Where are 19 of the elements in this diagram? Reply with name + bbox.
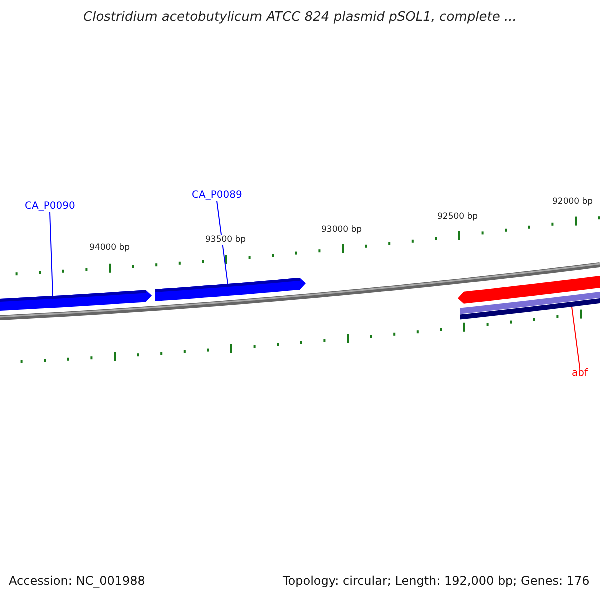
accession-text: Accession: NC_001988 [9, 574, 146, 588]
feature-bar [460, 292, 600, 314]
gene-feature [0, 290, 152, 312]
scale-label: 92500 bp [438, 212, 478, 222]
gene-label: CA_P0090 [25, 201, 76, 212]
gene-label: CA_P0089 [192, 190, 242, 201]
leader-line [572, 306, 580, 368]
scale-label: 92000 bp [552, 197, 594, 207]
scale-label: 94000 bp [90, 243, 130, 253]
gene-label: abf [572, 368, 588, 379]
gene-feature [155, 278, 306, 302]
leader-line [216, 200, 228, 285]
feature-bar [460, 298, 600, 320]
scale-label: 93500 bp [206, 235, 246, 245]
gene-feature [458, 274, 600, 304]
diagram-title: Clostridium acetobutylicum ATCC 824 plasmid pSOL1, complete ... [84, 10, 517, 25]
scale-label: 93000 bp [322, 225, 362, 235]
leader-line [50, 212, 54, 297]
summary-text: Topology: circular; Length: 192,000 bp; Genes: 176 [283, 574, 590, 588]
